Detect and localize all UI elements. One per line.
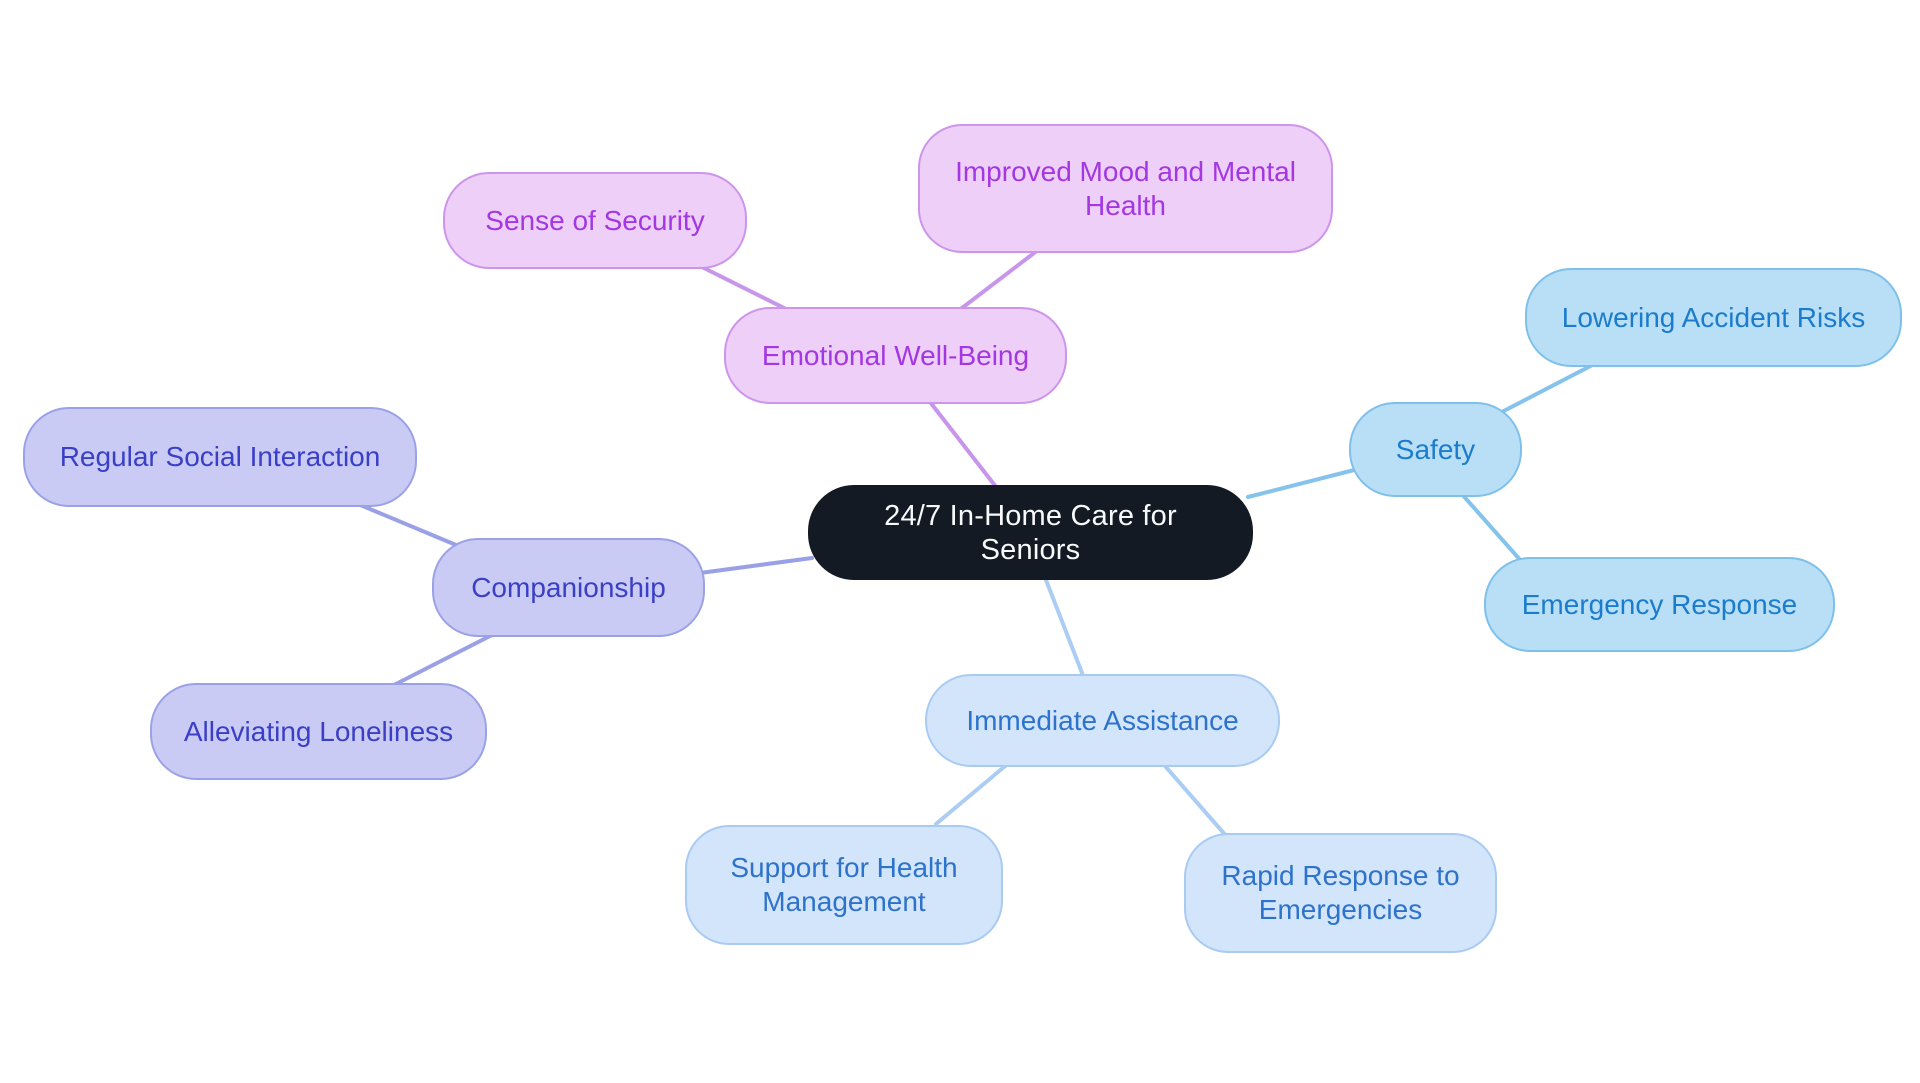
child-label: Alleviating Loneliness — [183, 715, 454, 747]
branch-label: Companionship — [471, 571, 666, 603]
child-node-sense-of-security[interactable]: Sense of Security — [443, 172, 747, 269]
edge-central-companionship — [698, 556, 814, 575]
edge-central-immediate-assistance — [1044, 578, 1086, 680]
child-label: Support for Health Management — [730, 852, 958, 917]
edge-central-emotional-well-being — [928, 400, 1002, 494]
branch-node-companionship[interactable]: Companionship — [432, 538, 705, 637]
edge-safety-emergency-response — [1458, 490, 1524, 564]
edge-companionship-loneliness — [390, 632, 496, 688]
branch-label: Immediate Assistance — [966, 704, 1239, 736]
child-node-alleviating-loneliness[interactable]: Alleviating Loneliness — [150, 683, 487, 780]
edge-emotional-sense-of-security — [698, 264, 794, 314]
child-node-lowering-accident-risks[interactable]: Lowering Accident Risks — [1525, 268, 1902, 367]
child-label: Rapid Response to Emergencies — [1221, 860, 1460, 925]
central-node-label: 24/7 In-Home Care for Seniors — [884, 499, 1177, 566]
child-node-improved-mood-mental-health[interactable]: Improved Mood and Mental Health — [918, 124, 1333, 253]
edge-emotional-improved-mood — [960, 248, 1040, 310]
child-label: Lowering Accident Risks — [1561, 301, 1866, 333]
child-label: Sense of Security — [485, 204, 705, 236]
child-label: Regular Social Interaction — [59, 441, 381, 472]
edge-immediate-health-management — [934, 760, 1012, 826]
child-node-emergency-response[interactable]: Emergency Response — [1484, 557, 1835, 652]
child-label: Emergency Response — [1521, 588, 1798, 620]
edge-immediate-rapid-response — [1156, 756, 1230, 840]
child-node-support-health-management[interactable]: Support for Health Management — [685, 825, 1003, 945]
branch-label: Emotional Well-Being — [761, 339, 1030, 371]
branch-label: Safety — [1395, 433, 1476, 465]
branch-node-immediate-assistance[interactable]: Immediate Assistance — [925, 674, 1280, 767]
edge-central-safety — [1246, 466, 1364, 499]
central-node[interactable]: 24/7 In-Home Care for Seniors — [808, 485, 1253, 580]
child-label: Improved Mood and Mental Health — [955, 155, 1296, 221]
branch-node-emotional-well-being[interactable]: Emotional Well-Being — [724, 307, 1067, 404]
child-node-rapid-response-emergencies[interactable]: Rapid Response to Emergencies — [1184, 833, 1497, 953]
branch-node-safety[interactable]: Safety — [1349, 402, 1522, 497]
child-node-regular-social-interaction[interactable]: Regular Social Interaction — [23, 407, 417, 507]
